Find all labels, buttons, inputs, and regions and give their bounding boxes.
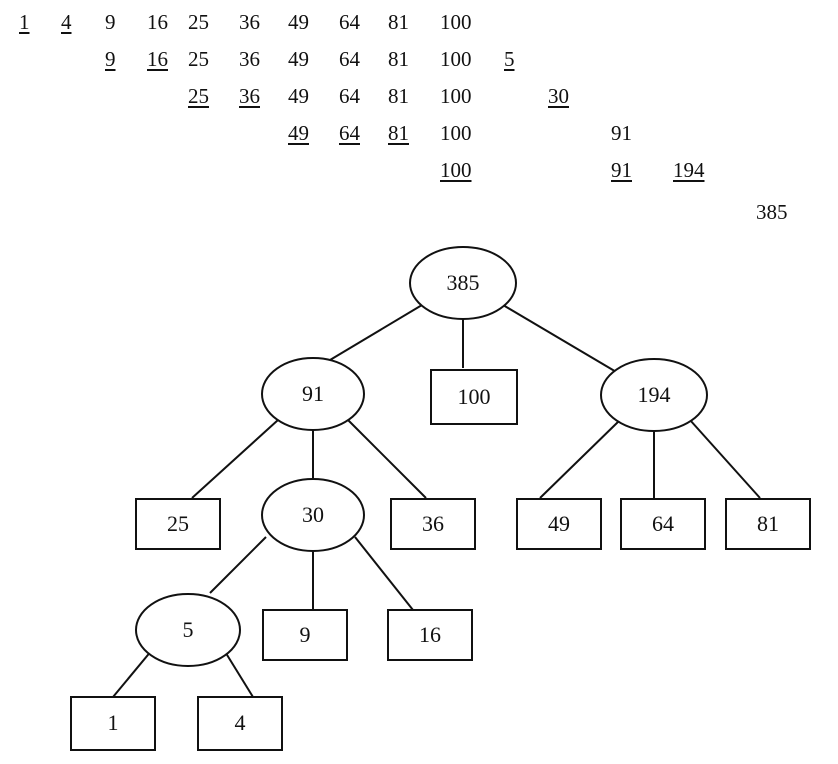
seq-item: 100 (440, 84, 472, 108)
leaf-49: 49 (516, 498, 602, 550)
seq-item: 25 (188, 47, 209, 71)
leaf-4: 4 (197, 696, 283, 751)
leaf-64: 64 (620, 498, 706, 550)
seq-item: 16 (147, 47, 168, 71)
tree-edges (112, 304, 761, 698)
seq-item: 385 (756, 200, 788, 224)
leaf-box (135, 498, 221, 550)
edge (689, 419, 761, 499)
node-ellipse (409, 246, 517, 320)
leaf-label: 9 (300, 622, 311, 647)
leaf-box (390, 498, 476, 550)
edge (539, 419, 621, 499)
node-385: 385 (409, 246, 517, 320)
seq-item: 4 (61, 10, 72, 34)
seq-item: 25 (188, 84, 209, 108)
seq-item: 9 (105, 10, 116, 34)
seq-item: 64 (339, 84, 360, 108)
leaf-box (725, 498, 811, 550)
leaf-16: 16 (387, 609, 473, 661)
node-ellipse (261, 478, 365, 552)
leaf-label: 64 (652, 511, 674, 536)
seq-item: 100 (440, 158, 472, 182)
node-ellipse (135, 593, 241, 667)
seq-item: 64 (339, 47, 360, 71)
node-label: 5 (183, 617, 194, 642)
leaf-81: 81 (725, 498, 811, 550)
node-5: 5 (135, 593, 241, 667)
seq-item: 100 (440, 121, 472, 145)
leaf-1: 1 (70, 696, 156, 751)
node-label: 91 (302, 381, 324, 406)
leaf-box (262, 609, 348, 661)
node-label: 194 (638, 382, 671, 407)
leaf-box (430, 369, 518, 425)
edge (347, 419, 427, 499)
seq-item: 100 (440, 47, 472, 71)
leaf-label: 36 (422, 511, 444, 536)
seq-item: 9 (105, 47, 116, 71)
seq-item: 91 (611, 121, 632, 145)
leaf-box (70, 696, 156, 751)
seq-item: 1 (19, 10, 30, 34)
seq-item: 49 (288, 47, 309, 71)
leaf-box (197, 696, 283, 751)
seq-item: 100 (440, 10, 472, 34)
seq-item: 64 (339, 121, 360, 145)
leaf-9: 9 (262, 609, 348, 661)
node-label: 30 (302, 502, 324, 527)
node-30: 30 (261, 478, 365, 552)
leaf-label: 1 (108, 710, 119, 735)
seq-item: 194 (673, 158, 705, 182)
seq-item: 49 (288, 121, 309, 145)
node-194: 194 (600, 358, 708, 432)
leaf-label: 16 (419, 622, 441, 647)
leaf-label: 49 (548, 511, 570, 536)
edge (209, 536, 267, 594)
leaf-label: 100 (458, 384, 491, 409)
leaf-25: 25 (135, 498, 221, 550)
seq-item: 81 (388, 10, 409, 34)
leaf-label: 25 (167, 511, 189, 536)
edge (223, 649, 254, 698)
edge (191, 419, 279, 499)
edge (329, 304, 423, 361)
seq-item: 30 (548, 84, 569, 108)
seq-item: 81 (388, 84, 409, 108)
node-label: 385 (447, 270, 480, 295)
seq-item: 16 (147, 10, 168, 34)
seq-item: 81 (388, 47, 409, 71)
node-ellipse (600, 358, 708, 432)
seq-item: 64 (339, 10, 360, 34)
seq-item: 25 (188, 10, 209, 34)
leaf-box (387, 609, 473, 661)
seq-item: 36 (239, 84, 260, 108)
node-91: 91 (261, 357, 365, 431)
edge (502, 304, 619, 374)
seq-item: 36 (239, 10, 260, 34)
leaf-label: 4 (235, 710, 246, 735)
seq-item: 91 (611, 158, 632, 182)
seq-item: 49 (288, 10, 309, 34)
leaf-box (620, 498, 706, 550)
edge (112, 649, 153, 698)
leaf-label: 81 (757, 511, 779, 536)
leaf-36: 36 (390, 498, 476, 550)
seq-item: 5 (504, 47, 515, 71)
leaf-box (516, 498, 602, 550)
node-ellipse (261, 357, 365, 431)
seq-item: 81 (388, 121, 409, 145)
edge (354, 536, 414, 611)
seq-item: 36 (239, 47, 260, 71)
leaf-100: 100 (430, 369, 518, 425)
seq-item: 49 (288, 84, 309, 108)
